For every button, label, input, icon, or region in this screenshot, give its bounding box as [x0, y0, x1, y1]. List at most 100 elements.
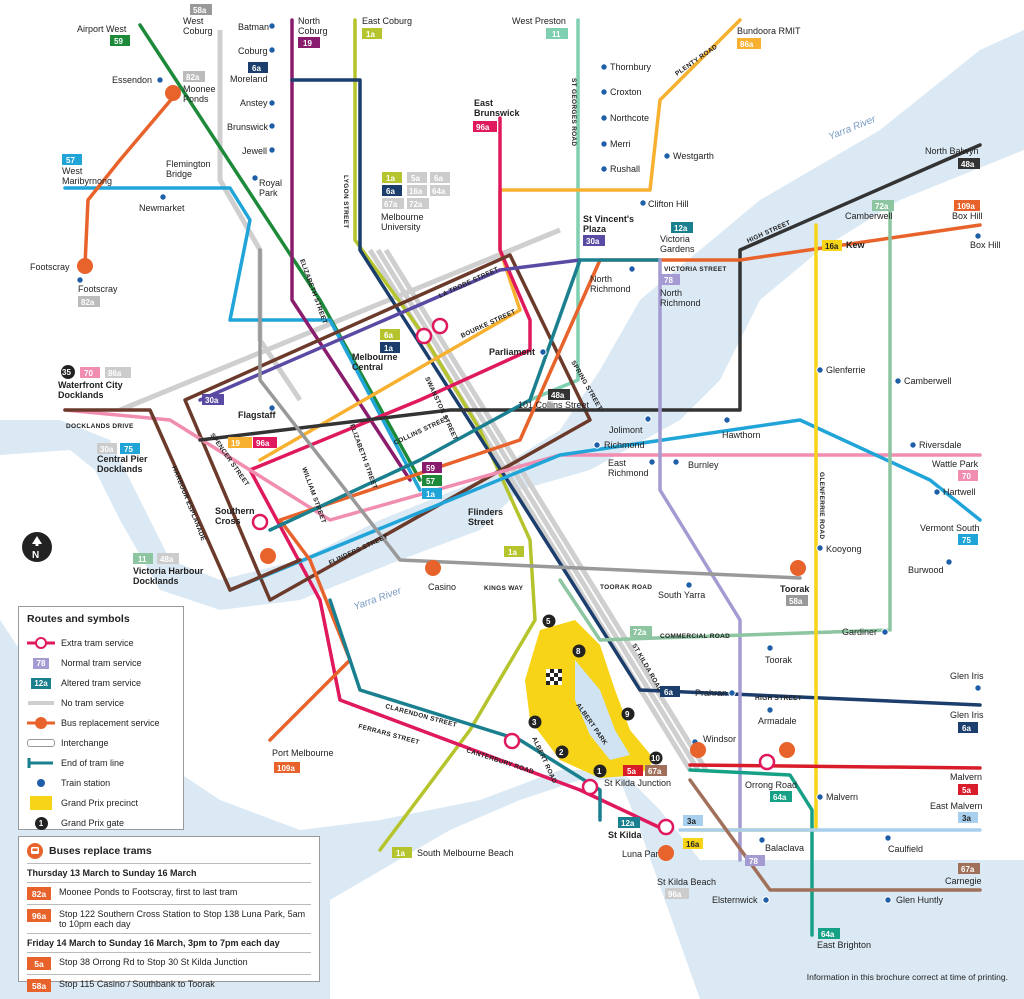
label-malvern-tram: Malvern	[950, 772, 982, 782]
label-glenferrie: Glenferrie	[826, 365, 866, 375]
grand-prix-gates: 1 2 3 5 8 9 10	[528, 614, 663, 778]
badge-30a-st-vincents: 30a	[583, 235, 605, 246]
route-11-line	[528, 18, 580, 402]
legend-item-end: End of tram line	[27, 753, 175, 773]
svg-text:48a: 48a	[961, 160, 975, 169]
bus-icon	[27, 716, 55, 730]
badge-5a-uni: 6a	[430, 172, 450, 183]
label-westgarth: Westgarth	[673, 151, 714, 161]
svg-text:3a: 3a	[962, 814, 971, 823]
svg-text:57: 57	[66, 156, 75, 165]
badge-57-flinders: 1a	[422, 488, 442, 499]
badge-57-west: 57	[62, 154, 82, 165]
svg-text:64a: 64a	[432, 187, 446, 196]
route-70-line	[63, 408, 982, 522]
label-hartwell: Hartwell	[943, 487, 976, 497]
badge-11-victoria-harbour: 11	[133, 553, 153, 564]
svg-text:5: 5	[546, 617, 551, 626]
badge-48a-north-balwyn: 48a	[958, 158, 980, 169]
svg-text:48a: 48a	[551, 391, 565, 400]
badge-67a-carnegie: 67a	[958, 863, 980, 874]
label-box-hill-tram: Box Hill	[952, 211, 983, 221]
badge-6a-moreland: 6a	[248, 62, 268, 73]
label-clifton-hill: Clifton Hill	[648, 199, 689, 209]
svg-text:59: 59	[426, 464, 435, 473]
legend-panel: Routes and symbols Extra tram service 78…	[18, 606, 184, 830]
bus-icon	[27, 843, 43, 859]
label-flagstaff: Flagstaff	[238, 410, 277, 420]
route-59-line	[138, 23, 422, 482]
street-harbour-esplanade: HARBOUR ESPLANADE	[170, 465, 207, 542]
svg-text:30a: 30a	[586, 237, 600, 246]
badge-86a-bundoora: 86a	[737, 38, 761, 49]
svg-text:12a: 12a	[674, 224, 688, 233]
label-balaclava: Balaclava	[765, 843, 804, 853]
label-south-yarra: South Yarra	[658, 590, 705, 600]
svg-text:N: N	[32, 550, 39, 561]
badge-70-waterfront: 70	[80, 367, 100, 378]
label-merri: Merri	[610, 139, 631, 149]
street-st-georges: ST GEORGES ROAD	[570, 78, 577, 146]
bus-panel-title: Buses replace trams	[27, 843, 311, 859]
svg-text:72a: 72a	[409, 200, 423, 209]
label-croxton: Croxton	[610, 87, 642, 97]
label-richmond: Richmond	[604, 440, 645, 450]
label-batman: Batman	[238, 22, 269, 32]
badge-109a-box-hill: 109a	[954, 200, 980, 211]
svg-text:1a: 1a	[386, 174, 395, 183]
label-east-malvern: East Malvern	[930, 801, 983, 811]
label-moreland: Moreland	[230, 74, 268, 84]
street-lygon: LYGON STREET	[342, 175, 349, 229]
chequered-flag-icon	[546, 669, 562, 685]
badge-67a-uni: 67a	[382, 198, 404, 209]
svg-text:3: 3	[532, 718, 537, 727]
legend-item-no-service: No tram service	[27, 693, 175, 713]
street-victoria: VICTORIA STREET	[664, 266, 727, 273]
badge-67a-junction: 67a	[645, 765, 667, 776]
badge-12a-gardens: 12a	[671, 222, 693, 233]
badge-72a-commercial: 72a	[630, 626, 652, 637]
legend-item-precinct: Grand Prix precinct	[27, 793, 175, 813]
svg-text:82a: 82a	[81, 298, 95, 307]
label-gardiner: Gardiner	[842, 627, 877, 637]
badge-48a-collins: 48a	[548, 389, 570, 400]
badge-19-flinders: 59	[422, 462, 442, 473]
route-64a-line	[688, 768, 814, 937]
divider	[27, 933, 311, 934]
label-toorak-stop: Toorak	[780, 584, 810, 594]
svg-text:67a: 67a	[648, 767, 662, 776]
badge-1a-albert: 1a	[504, 546, 524, 557]
badge-75-central: 75	[120, 443, 140, 454]
svg-text:8: 8	[576, 647, 581, 656]
label-kew: Kew	[846, 240, 866, 250]
label-rushall: Rushall	[610, 164, 640, 174]
label-luna-park: Luna Park	[622, 849, 664, 859]
label-carnegie: Carnegie	[945, 876, 982, 886]
label-camberwell-tram: Camberwell	[845, 211, 893, 221]
label-vermont-south: Vermont South	[920, 523, 980, 533]
label-west-preston: West Preston	[512, 16, 566, 26]
svg-text:67a: 67a	[384, 200, 398, 209]
badge-59-flinders: 57	[422, 475, 442, 486]
badge-35-waterfront: 35	[61, 365, 75, 379]
route-badges: 59 57 82a 82a 11 1a 1a 19 6a 6a 86a 96a …	[61, 4, 980, 939]
extra-tram-icon	[27, 637, 55, 649]
svg-text:6a: 6a	[434, 174, 443, 183]
label-riversdale: Riversdale	[919, 440, 962, 450]
altered-badge: 12a	[31, 677, 51, 689]
label-camberwell-station: Camberwell	[904, 376, 952, 386]
badge-6a-prahran: 6a	[660, 686, 680, 697]
svg-text:16a: 16a	[825, 242, 839, 251]
street-bourke: BOURKE STREET	[460, 308, 517, 339]
bus-period-2: Friday 14 March to Sunday 16 March, 3pm …	[27, 938, 280, 948]
legend-title: Routes and symbols	[27, 613, 130, 625]
label-north-balwyn: North Balwyn	[925, 146, 979, 156]
